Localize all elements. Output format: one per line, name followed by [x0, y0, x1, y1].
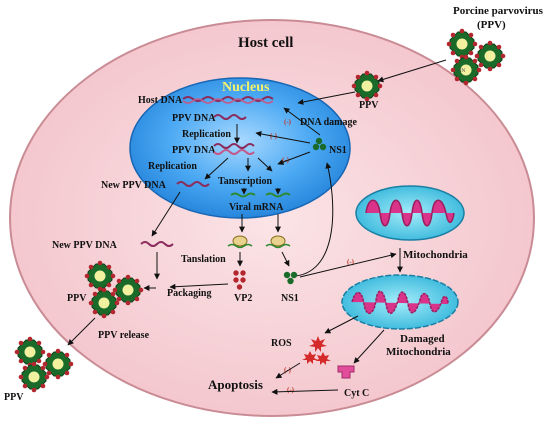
ppv-dna-1-label: PPV DNA	[172, 113, 216, 124]
mito-to-cytc-arrow	[353, 329, 385, 364]
virus-released-outside-label: PPV	[4, 392, 24, 403]
ns1-cyto-cluster	[283, 271, 298, 285]
cytc-minus: (-)	[287, 386, 295, 394]
ns1-to-transcription-arrow	[277, 151, 311, 165]
vp2-label: VP2	[234, 293, 252, 304]
mito-minus: (-)	[347, 258, 355, 266]
virion-marker-1: NN	[458, 69, 466, 74]
dna-damage-minus: (-)	[284, 118, 292, 126]
virus-source-abbrev: (PPV)	[477, 19, 506, 31]
entry-arrow	[377, 59, 447, 83]
new-ppv-dna-1-label: New PPV DNA	[101, 180, 167, 191]
transcription-label: Tanscription	[218, 176, 273, 187]
vp2-cluster	[233, 270, 246, 290]
host-dna-strand	[182, 96, 274, 102]
ns1-nucleus-cluster	[312, 137, 327, 151]
ppv-dna-2-label: PPV DNA	[172, 145, 216, 156]
virus-released-label: PPV	[67, 293, 87, 304]
replication-2-arrow	[204, 157, 229, 180]
mrna-strand-1	[230, 192, 256, 198]
host-dna-strand-2	[182, 98, 274, 104]
ns1-to-replication-arrow	[255, 131, 311, 144]
host-dna-label: Host DNA	[138, 95, 183, 106]
new-dna-down-arrow	[151, 191, 181, 237]
viral-mrna-label: Viral mRNA	[229, 202, 284, 213]
ros-label: ROS	[271, 338, 292, 349]
replication-2-label: Replication	[148, 161, 197, 172]
nucleus-label: Nucleus	[222, 80, 270, 95]
cytc-shape	[337, 365, 355, 379]
entry-to-nucleus-arrow	[297, 91, 356, 105]
virus-source-label: Porcine parvovirus	[453, 5, 544, 17]
new-ppv-dna-2-strand	[140, 241, 174, 247]
mitochondria-label: Mitochondria	[403, 249, 468, 261]
ns1-cyto-label: NS1	[281, 293, 299, 304]
cytc-label: Cyt C	[344, 388, 369, 399]
ros-minus: (-)	[284, 366, 292, 374]
mitochondria-damaged	[341, 274, 459, 330]
ppv-dna-2-strand-b	[213, 149, 255, 155]
replication-1-label: Replication	[182, 129, 231, 140]
ns1-nucleus-label: NS1	[329, 145, 347, 156]
ppv-dna-2-strand-a	[213, 143, 255, 149]
transcription-minus: (-)	[282, 156, 290, 164]
damaged-mito-label-2: Mitochondria	[386, 346, 451, 358]
release-arrow	[67, 317, 96, 346]
ppv-release-label: PPV release	[98, 330, 150, 341]
ns1-to-host-dna-arrow	[283, 107, 321, 136]
packaging-label: Packaging	[167, 288, 211, 299]
ros-to-apoptosis-arrow	[275, 362, 301, 379]
dna-damage-label: DNA damage	[300, 117, 358, 128]
apoptosis-label: Apoptosis	[208, 377, 263, 392]
host-cell-label: Host cell	[238, 35, 293, 51]
new-ppv-dna-2-label: New PPV DNA	[52, 240, 118, 251]
ros-stars	[302, 336, 331, 365]
ribosome-2	[265, 235, 291, 249]
vp2-to-packaging-arrow	[169, 283, 229, 290]
new-ppv-dna-1-strand	[176, 181, 210, 187]
damaged-mito-label-1: Damaged	[400, 333, 445, 345]
ribosome-1	[227, 235, 253, 249]
mito-to-ros-arrow	[324, 315, 359, 334]
mrna-strand-2	[265, 192, 291, 198]
mitochondria-healthy	[355, 185, 465, 241]
ns1-to-mito-arrow	[299, 252, 397, 278]
virus-cluster-released	[14, 336, 74, 393]
cytc-to-apoptosis-arrow	[271, 388, 339, 395]
ppv-dna-1-strand	[213, 114, 247, 120]
ns1-to-nucleus-arrow	[295, 162, 334, 277]
to-ns1-arrow	[281, 251, 290, 267]
virus-entry-label: PPV	[359, 100, 379, 111]
translation-label: Tanslation	[181, 254, 226, 265]
transcription-arrow-2	[257, 157, 273, 172]
